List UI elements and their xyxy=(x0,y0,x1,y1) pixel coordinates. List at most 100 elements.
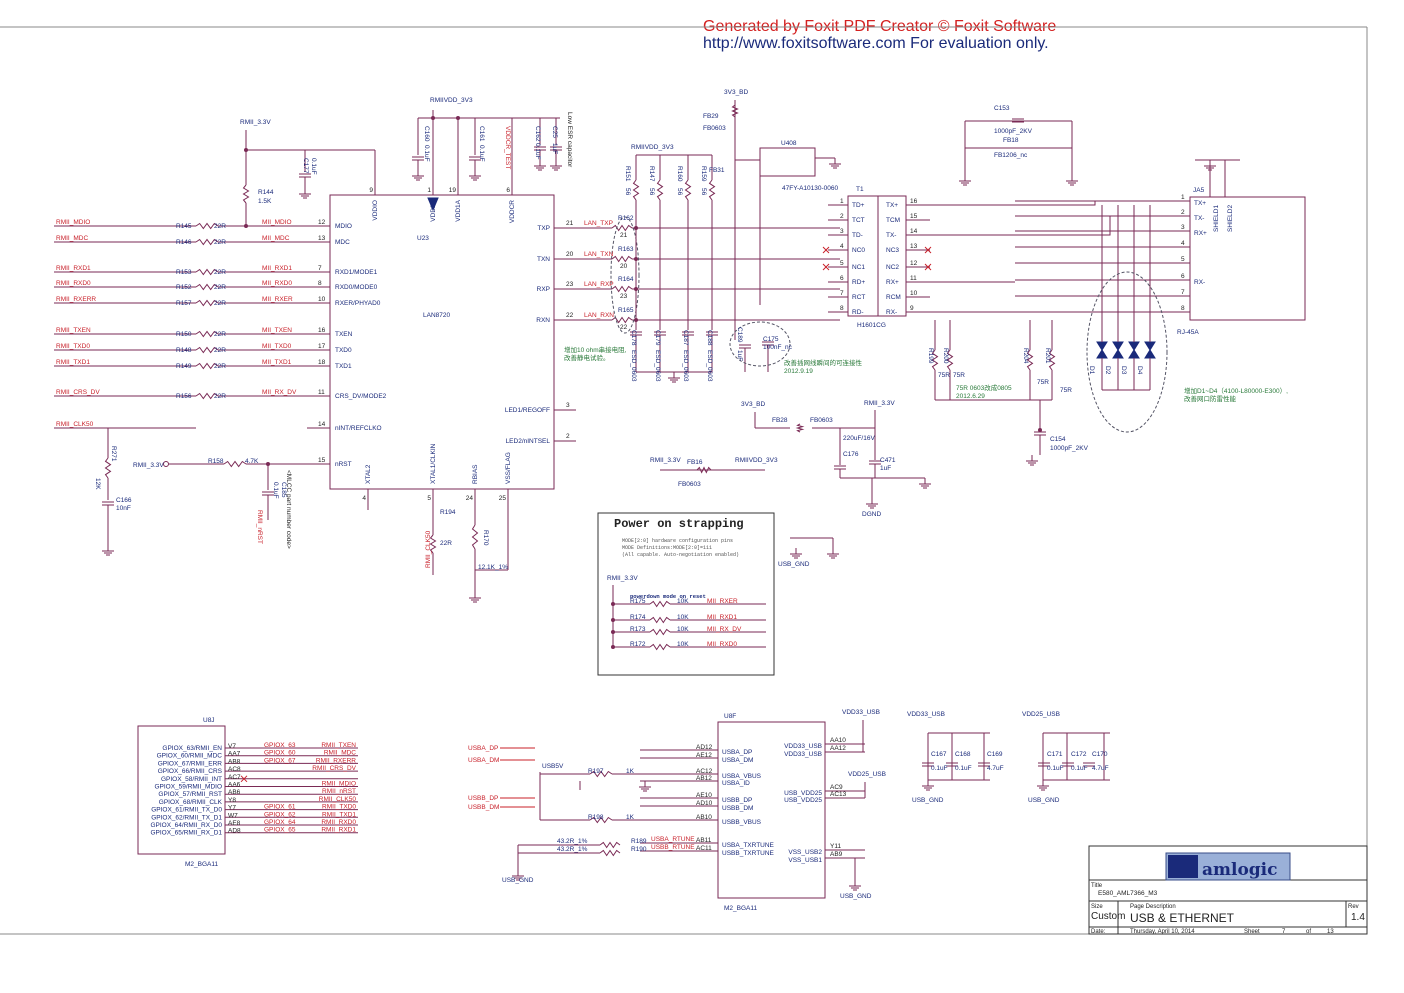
junction-dot xyxy=(611,618,615,622)
vdd25-caps-gnd: USB_GND xyxy=(1028,797,1060,804)
phy-pin-name: RXER/PHYAD0 xyxy=(335,300,381,307)
lan-res-value: 23 xyxy=(620,293,628,300)
strapping-subtitle: powerdown mode on reset xyxy=(630,593,706,600)
u8f-ball: AB10 xyxy=(696,814,712,821)
resistor-ref: R148 xyxy=(176,347,192,354)
t1-pin-name: NC1 xyxy=(852,264,865,271)
vdd25-cap-ref: C171 xyxy=(1047,751,1063,758)
wire xyxy=(924,263,932,271)
strapping-supply: RMII_3.3V xyxy=(607,575,638,582)
phy-pin-number: 17 xyxy=(318,343,326,350)
resistor-ref: R145 xyxy=(176,223,192,230)
pullup-value: 56 xyxy=(700,188,707,196)
c177-value: 0.1uF xyxy=(310,158,317,175)
tvs-diode-down xyxy=(1096,349,1108,359)
pullup-supply: RMIIVDD_3V3 xyxy=(631,144,674,151)
u8j-ball: V7 xyxy=(228,743,236,750)
t1-pin-name: RD- xyxy=(852,309,864,316)
lan-net-label: LAN_RXN xyxy=(584,312,614,319)
t1-pin-number: 7 xyxy=(840,290,844,297)
rev-value: 1.4 xyxy=(1351,912,1365,923)
junction-dot xyxy=(244,224,248,228)
phy-pin-name: CRS_DV/MODE2 xyxy=(335,393,387,400)
termination-value: 75R xyxy=(953,372,965,379)
phy-pin-name: RXN xyxy=(536,317,550,324)
phy-pin-name: RXD1/MODE1 xyxy=(335,269,378,276)
r194-ref: R194 xyxy=(440,509,456,516)
resistor xyxy=(195,283,219,291)
mii-net-label: MII_RX_DV xyxy=(262,389,297,396)
pullup-value: 56 xyxy=(676,188,683,196)
tvs-diode-ref: D4 xyxy=(1136,366,1143,375)
fb29-ref: FB29 xyxy=(703,113,719,120)
desc-label: Page Description xyxy=(1130,904,1176,910)
u8j-net-label: RMII_MDIO xyxy=(322,781,356,788)
phy-pin-name: XTAL1/CLKIN xyxy=(430,443,437,484)
junction-dot xyxy=(431,116,435,120)
phy-pin-name: RBIAS xyxy=(472,464,479,484)
pullup-value: 56 xyxy=(648,188,655,196)
u8j-gpio-label: GPIOX_61 xyxy=(264,804,296,811)
phy-pin-name: TXP xyxy=(537,225,550,232)
t1-pin-number: 6 xyxy=(840,275,844,282)
phy-pin-name: MDC xyxy=(335,239,350,246)
junction-dot xyxy=(611,630,615,634)
phy-pin-name: VDDIO xyxy=(372,200,379,221)
fb28-ref: FB28 xyxy=(772,417,788,424)
title-label: Title xyxy=(1091,883,1103,889)
phy-pin-number: 10 xyxy=(318,296,326,303)
c166-value: 10nF xyxy=(116,505,131,512)
junction-dot xyxy=(611,602,615,606)
vdd33-caps-gnd: USB_GND xyxy=(912,797,944,804)
amlogic-logo-mark xyxy=(1168,855,1198,878)
rj45-pin-number: 8 xyxy=(1181,305,1185,312)
t1-pin-number: 3 xyxy=(840,228,844,235)
resistor xyxy=(649,643,671,651)
lan-net-label: LAN_TXN xyxy=(584,251,614,258)
power-port xyxy=(163,461,169,467)
t1-pin-name: NC0 xyxy=(852,247,865,254)
tvs-note: 改善网口防雷性能 xyxy=(1184,394,1237,403)
phy-pin-number: 15 xyxy=(318,457,326,464)
tvs-diode-ref: D2 xyxy=(1104,366,1111,375)
lan-resistor-ref: R162 xyxy=(618,215,634,222)
phy-pin-number: 6 xyxy=(506,187,510,194)
resistor xyxy=(795,423,805,433)
strap-resistor-ref: R172 xyxy=(630,641,646,648)
t1-body-right xyxy=(877,195,907,317)
cm-note: 改善插网线瞬间的可连接性 xyxy=(784,358,863,367)
u8f-pin-name: USB_VDD25 xyxy=(784,790,822,797)
fb18-value: FB1206_nc xyxy=(994,152,1028,159)
rmii-net-label: RMII_TXD0 xyxy=(56,343,90,350)
resistor xyxy=(195,362,219,370)
usb5v-label: USB5V xyxy=(542,763,564,770)
u8j-pin-name: GPIOX_63/RMII_EN xyxy=(162,745,222,752)
strap-resistor-ref: R174 xyxy=(630,614,646,621)
r197-ref: R197 xyxy=(588,768,604,775)
amlogic-logo-text: amlogic xyxy=(1202,860,1278,880)
75r-note: 2012.6.29 xyxy=(956,393,985,400)
resistor xyxy=(223,460,247,468)
rj45-shield2: SHIELD2 xyxy=(1227,205,1234,232)
vdd25-cap-value: 0.1uF xyxy=(1071,765,1088,772)
termination-value: 75R xyxy=(1060,387,1072,394)
u8f-vdd25: VDD25_USB xyxy=(848,771,886,778)
r189-ref: R189 xyxy=(631,838,647,845)
c175-ref: C175 xyxy=(763,336,779,343)
usb-net-label: USBB_DM xyxy=(468,804,499,811)
tvs-diode-down xyxy=(1128,349,1140,359)
u8f-pin-name: VDD33_USB xyxy=(784,743,822,750)
t1-pin-name: RCT xyxy=(852,294,865,301)
vdd33-cap-ref: C167 xyxy=(931,751,947,758)
wires xyxy=(0,26,1368,935)
rmiivdd-33-power: RMIIVDD_3V3 xyxy=(430,97,473,104)
strapping-title: Power on strapping xyxy=(614,517,744,531)
rtune-a-net: USBA_RTUNE xyxy=(651,836,695,843)
resistor xyxy=(708,179,716,201)
strapping-desc: MODE Definitions:MODE[2:0]=111 xyxy=(622,545,712,551)
t1-pin-number: 14 xyxy=(910,228,918,235)
u8j-gpio-label: GPIOX_65 xyxy=(264,827,296,834)
u408-part: 47FY-A10130-0060 xyxy=(782,185,839,192)
resistor-ref: R146 xyxy=(176,239,192,246)
u8f-pin-name: VDD33_USB xyxy=(784,751,822,758)
